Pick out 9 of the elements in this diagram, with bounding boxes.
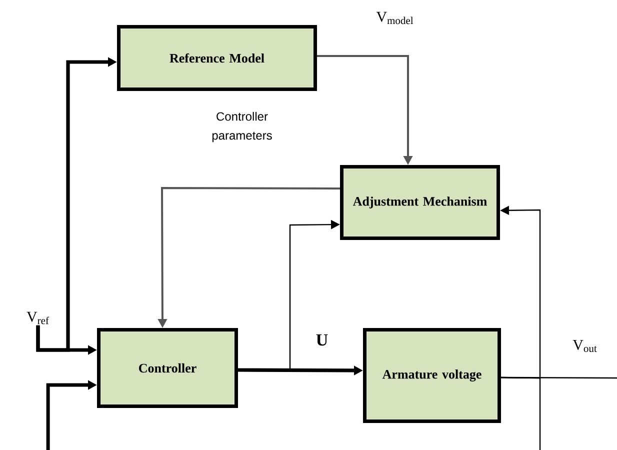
- process-box: Adjustment Mechanism: [340, 165, 500, 240]
- edge-label: V$_{model}$: [375, 10, 415, 26]
- process-box: Armature voltage: [363, 328, 501, 423]
- annotation: Controller parameters: [212, 112, 272, 142]
- edge-label: U: [314, 333, 330, 347]
- edge-label: V$_{out}$: [572, 338, 598, 354]
- signal-label: V$_{ref}$: [26, 312, 49, 324]
- process-box: Reference Model: [117, 25, 317, 91]
- process-box: Controller: [97, 328, 238, 408]
